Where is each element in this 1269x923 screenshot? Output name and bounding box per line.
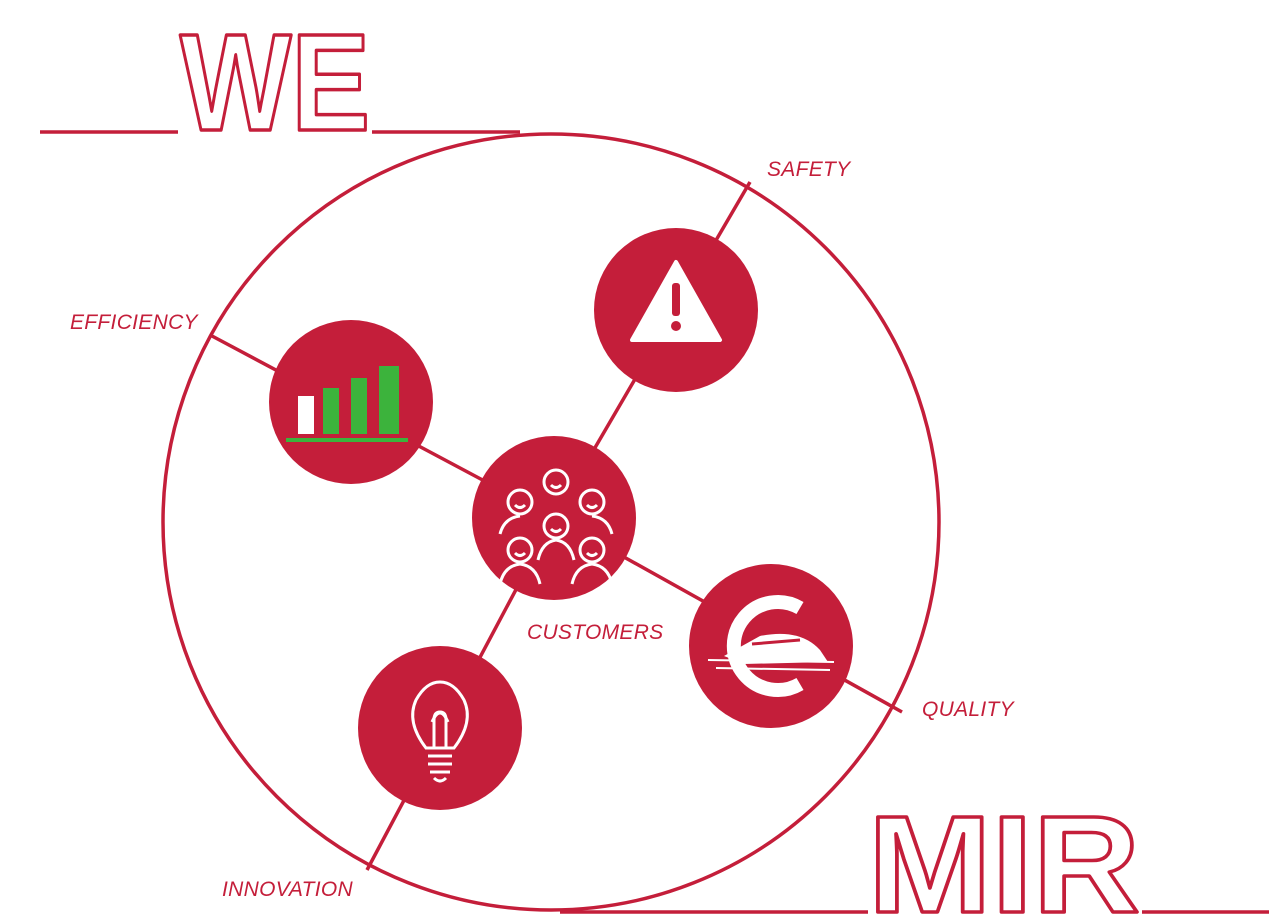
bar-chart-icon bbox=[286, 366, 408, 442]
safety-node bbox=[594, 228, 758, 392]
innovation-node bbox=[358, 646, 522, 810]
we-wordmark: WE bbox=[40, 4, 520, 162]
customers-label: CUSTOMERS bbox=[527, 621, 664, 644]
outer-circle bbox=[161, 132, 941, 912]
mir-wordmark: MIR bbox=[560, 786, 1269, 923]
safety-label: SAFETY bbox=[767, 158, 852, 181]
customers-node bbox=[472, 436, 636, 600]
train-emblem-icon bbox=[707, 595, 835, 697]
lightbulb-icon bbox=[411, 680, 469, 783]
efficiency-label: EFFICIENCY bbox=[70, 311, 200, 334]
quality-label: QUALITY bbox=[922, 698, 1016, 721]
efficiency-node bbox=[269, 320, 433, 484]
innovation-label: INNOVATION bbox=[222, 878, 353, 901]
people-group-icon bbox=[498, 468, 614, 585]
mir-word: MIR bbox=[868, 788, 1140, 923]
quality-node bbox=[689, 564, 853, 728]
we-word: WE bbox=[180, 6, 370, 160]
warning-triangle-icon bbox=[630, 260, 722, 342]
